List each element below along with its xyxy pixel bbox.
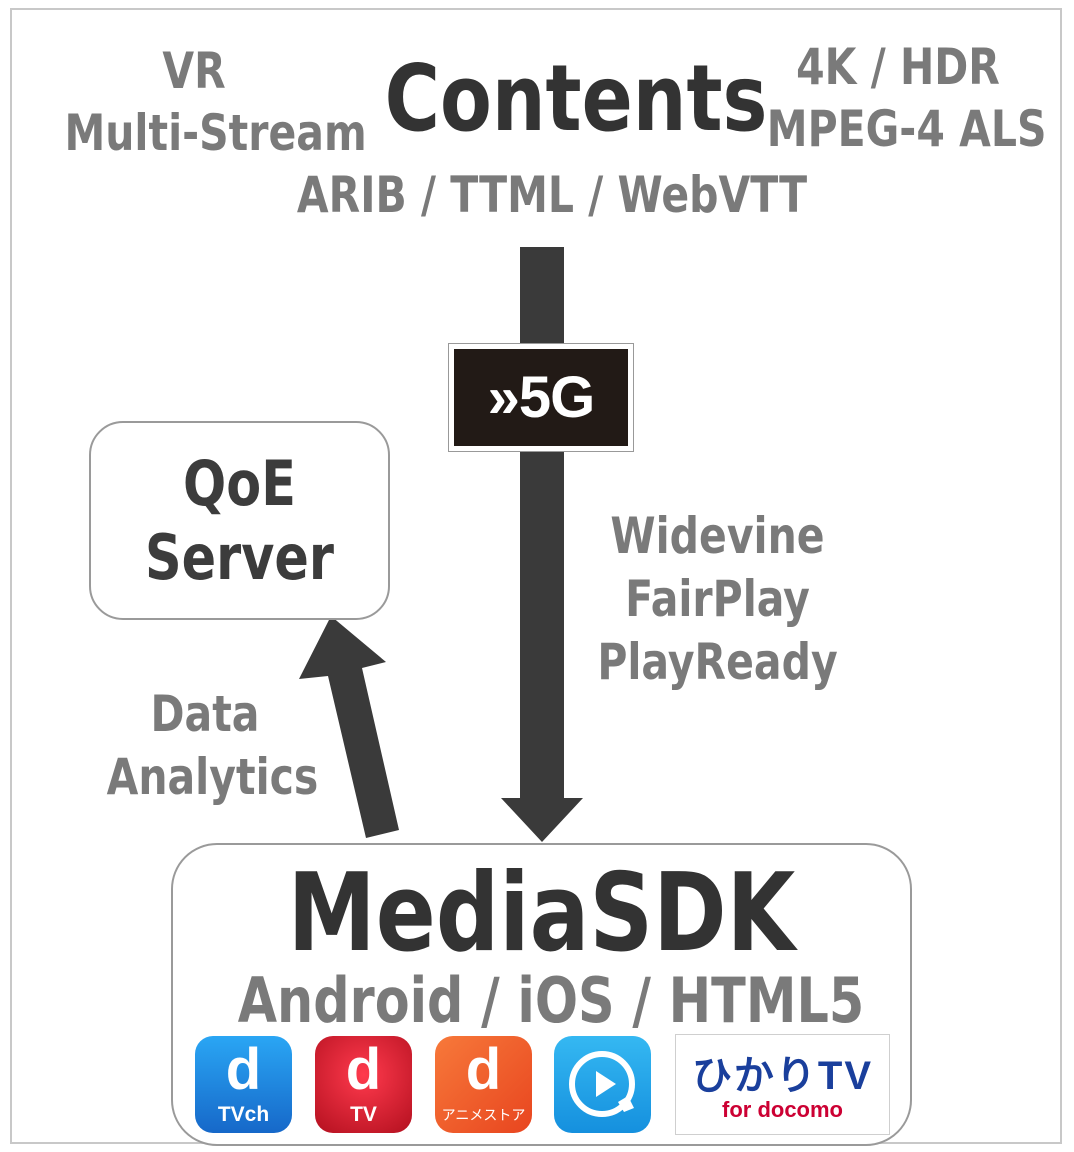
dtv-channel-letter: d [225, 1037, 262, 1102]
data-analytics-label: Data Analytics [106, 683, 319, 809]
qoe-label: QoE [183, 447, 296, 520]
data-label: Data [150, 685, 260, 743]
contents-right-tags: 4K / HDR MPEG-4 ALS [766, 36, 1047, 160]
5g-badge-label: »5G [454, 349, 628, 446]
dtv-letter: d [345, 1037, 382, 1102]
analytics-label: Analytics [106, 748, 319, 806]
dtv-channel-label: TVch [217, 1103, 270, 1126]
drm-labels: Widevine FairPlay PlayReady [592, 505, 842, 694]
qoe-server-label: QoE Server [116, 447, 363, 595]
dtv-app-icon: d TV [315, 1036, 412, 1133]
anime-store-label: アニメストア [441, 1107, 526, 1123]
drm-playready: PlayReady [597, 633, 838, 691]
hikari-tv-sub-label: for docomo [722, 1097, 843, 1122]
5g-badge: »5G [448, 343, 634, 452]
play-circle-icon [569, 1051, 635, 1117]
server-label: Server [145, 521, 334, 594]
tag-mpeg4-als: MPEG-4 ALS [766, 100, 1047, 158]
drm-fairplay: FairPlay [625, 570, 810, 628]
contents-left-tags: VR Multi-Stream [64, 40, 367, 164]
dtv-channel-app-icon: d TVch [195, 1036, 292, 1133]
hikari-tv-logo: ひかりTV for docomo [675, 1034, 890, 1135]
mediasdk-title: MediaSDK [287, 851, 796, 976]
drm-widevine: Widevine [610, 507, 825, 565]
sdk-to-qoe-arrow [299, 616, 399, 838]
contents-title: Contents [384, 45, 768, 152]
subtitle-formats: ARIB / TTML / WebVTT [296, 166, 808, 224]
tag-multi-stream: Multi-Stream [64, 104, 367, 162]
hikari-tv-label: ひかりTV [691, 1054, 874, 1098]
video-player-app-icon [554, 1036, 651, 1133]
anime-store-app-icon: d アニメストア [435, 1036, 532, 1133]
content-to-sdk-arrow [501, 247, 583, 842]
dtv-label: TV [350, 1103, 377, 1126]
anime-store-letter: d [465, 1037, 502, 1102]
mediasdk-platforms: Android / iOS / HTML5 [237, 964, 865, 1037]
qoe-server-box [89, 421, 390, 620]
tag-vr: VR [162, 42, 226, 100]
tag-4k-hdr: 4K / HDR [796, 38, 1000, 96]
